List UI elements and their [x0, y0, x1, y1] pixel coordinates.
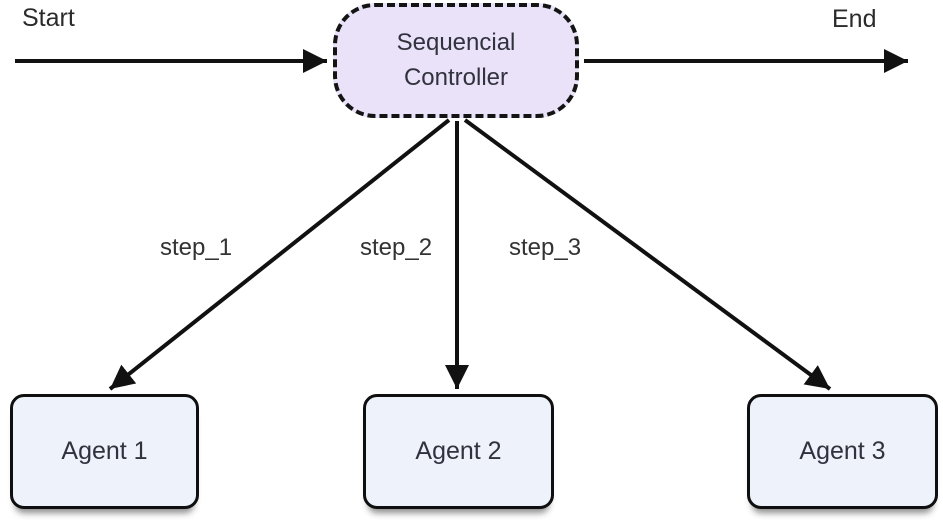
edge-controller-to-agent1	[108, 118, 451, 391]
edge-label-step-2: step_2	[357, 234, 436, 262]
node-sequencial-controller[interactable]: Sequencial Controller	[333, 3, 579, 118]
node-agent-1[interactable]: Agent 1	[10, 394, 199, 509]
end-label: End	[832, 5, 877, 33]
start-label: Start	[22, 4, 75, 32]
node-agent-2[interactable]: Agent 2	[363, 394, 554, 509]
node-agent-3[interactable]: Agent 3	[747, 394, 938, 509]
edge-controller-to-agent3	[463, 118, 832, 391]
node-label: Agent 2	[415, 437, 502, 465]
node-label: Agent 3	[799, 437, 886, 465]
edge-label-step-1: step_1	[157, 234, 236, 262]
node-label: Agent 1	[61, 437, 148, 465]
edge-label-step-3: step_3	[506, 234, 585, 262]
node-label: Sequencial Controller	[396, 28, 516, 91]
